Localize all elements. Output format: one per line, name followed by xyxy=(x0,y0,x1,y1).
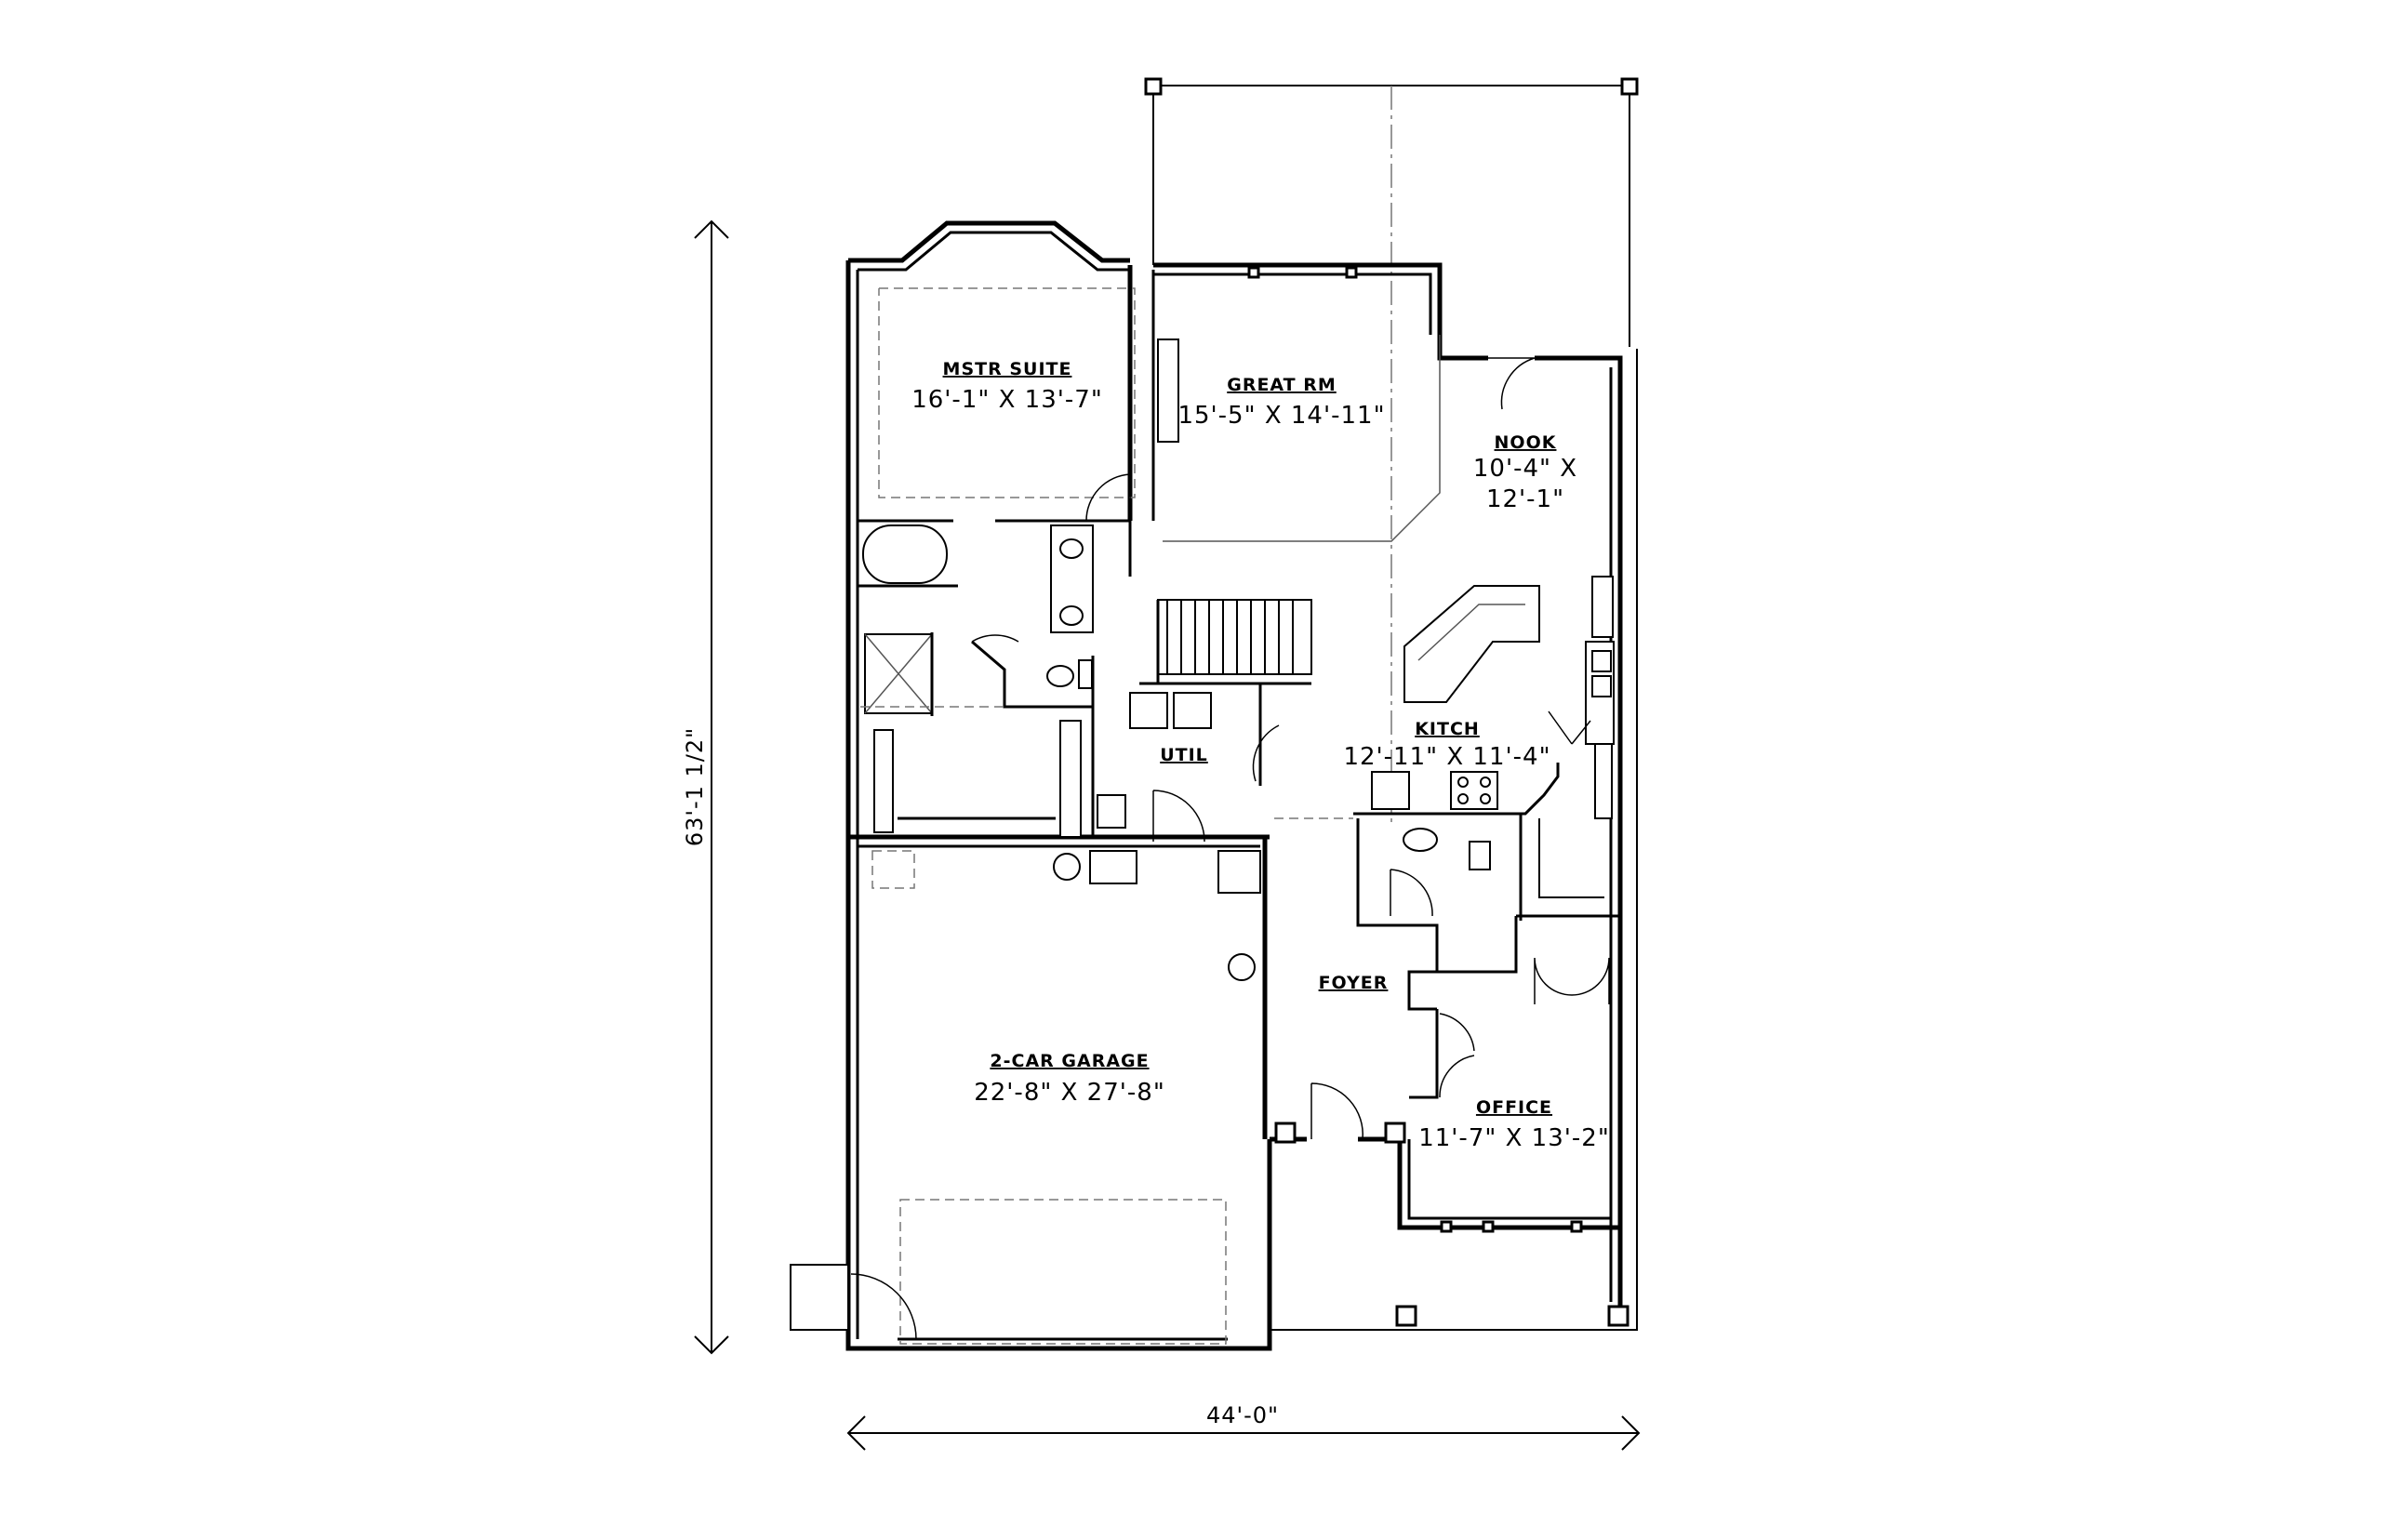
patio-post xyxy=(1620,77,1639,96)
room-name-garage: 2-CAR GARAGE xyxy=(990,1051,1149,1071)
dishwasher xyxy=(1371,771,1410,810)
sink-icon xyxy=(1059,605,1084,626)
front-porch xyxy=(1269,349,1638,1331)
room-name-nook: NOOK xyxy=(1495,432,1557,453)
master-suite xyxy=(858,265,1179,577)
cooktop-icon xyxy=(1450,771,1498,810)
room-labels: MSTR SUITE 16'-1" X 13'-7" GREAT RM 15'-… xyxy=(911,359,1610,1152)
room-name-great-rm: GREAT RM xyxy=(1227,375,1337,395)
foyer-office xyxy=(1310,914,1620,1233)
sink-icon xyxy=(1591,650,1612,672)
door-swing xyxy=(971,634,1019,643)
door-swing xyxy=(1488,357,1536,410)
water-heater xyxy=(871,850,915,889)
door-swing xyxy=(1439,1013,1475,1098)
column-base xyxy=(1274,1122,1297,1144)
room-name-mstr-suite: MSTR SUITE xyxy=(943,359,1072,379)
sink-icon xyxy=(1059,538,1084,559)
window-post xyxy=(1247,266,1260,279)
room-name-util: UTIL xyxy=(1160,745,1208,765)
rear-patio xyxy=(1144,77,1639,823)
dryer-icon xyxy=(1173,692,1212,729)
room-dims-nook-line2: 12'-1" xyxy=(1486,485,1564,513)
side-entry-stoop xyxy=(790,1264,849,1331)
utility-room xyxy=(1091,684,1280,843)
closet-shelf xyxy=(1059,720,1082,838)
room-name-kitch: KITCH xyxy=(1415,719,1480,739)
room-dims-kitch: 12'-11" X 11'-4" xyxy=(1343,743,1550,771)
refrigerator xyxy=(1591,576,1614,638)
overall-width-dimension: 44'-0" xyxy=(846,1402,1641,1451)
overall-width-label: 44'-0" xyxy=(1206,1402,1279,1428)
water-heater-icon xyxy=(1228,953,1256,981)
room-dims-garage: 22'-8" X 27'-8" xyxy=(974,1079,1165,1107)
master-bath xyxy=(858,524,1095,838)
window-post xyxy=(1482,1220,1495,1233)
fireplace xyxy=(1157,339,1179,443)
bathtub-icon xyxy=(862,524,948,584)
room-name-office: OFFICE xyxy=(1476,1097,1552,1118)
overall-depth-dimension: 63'-1 1/2" xyxy=(682,219,729,1355)
step xyxy=(1217,850,1261,894)
porch-post xyxy=(1395,1305,1417,1327)
door-swing xyxy=(1548,710,1591,745)
porch-post xyxy=(1607,1305,1629,1327)
toilet-icon xyxy=(1469,841,1491,870)
sink-icon xyxy=(1591,675,1612,697)
washer-icon xyxy=(1129,692,1168,729)
door-swing xyxy=(1534,957,1573,1004)
stairs xyxy=(1139,599,1312,685)
room-dims-office: 11'-7" X 13'-2" xyxy=(1418,1124,1610,1152)
garage xyxy=(790,850,1261,1345)
column-base xyxy=(1384,1122,1406,1144)
window-post xyxy=(1345,266,1358,279)
door-swing xyxy=(1390,869,1433,917)
toilet-icon xyxy=(1046,665,1074,687)
pantry xyxy=(1594,743,1613,819)
closet-shelf xyxy=(873,729,894,833)
sink-icon xyxy=(1403,828,1438,852)
window-post xyxy=(1440,1220,1453,1233)
window-post xyxy=(1570,1220,1583,1233)
room-dims-mstr-suite: 16'-1" X 13'-7" xyxy=(911,386,1103,414)
laundry-sink-icon xyxy=(1089,850,1137,884)
nook-kitchen xyxy=(1274,357,1615,921)
garage-door xyxy=(899,1199,1227,1345)
patio-post xyxy=(1144,77,1163,96)
door-swing xyxy=(1085,473,1131,522)
kitchen-island xyxy=(1403,585,1540,703)
door-swing xyxy=(1152,790,1205,843)
room-dims-nook-line1: 10'-4" X xyxy=(1473,455,1577,483)
overall-depth-label: 63'-1 1/2" xyxy=(682,727,708,846)
door-swing xyxy=(1310,1082,1363,1140)
great-room xyxy=(1163,266,1441,542)
water-heater-icon xyxy=(1053,853,1081,881)
room-dims-great-rm: 15'-5" X 14'-11" xyxy=(1177,402,1385,430)
powder-room xyxy=(1356,818,1491,927)
door-swing xyxy=(850,1273,917,1340)
room-name-foyer: FOYER xyxy=(1319,973,1389,993)
laundry-sink-icon xyxy=(1097,794,1126,829)
door-swing xyxy=(1252,724,1280,782)
door-swing xyxy=(1571,957,1610,1004)
